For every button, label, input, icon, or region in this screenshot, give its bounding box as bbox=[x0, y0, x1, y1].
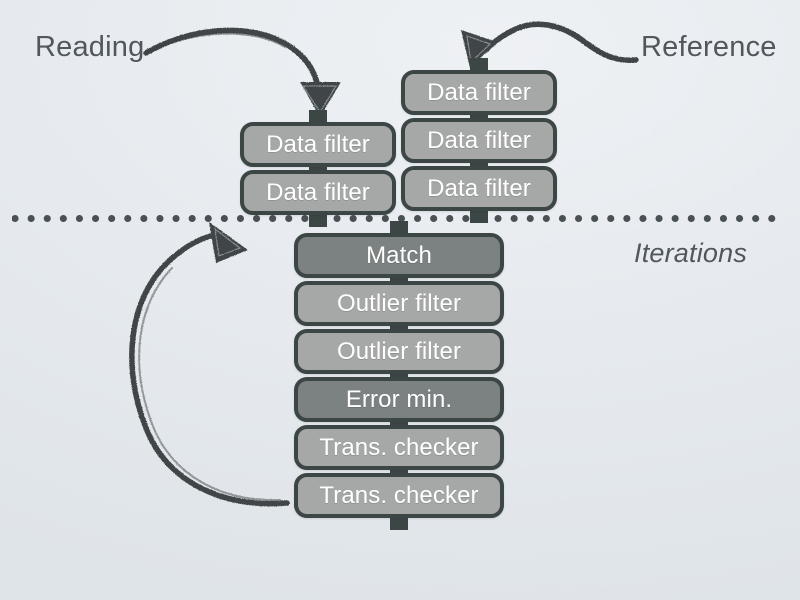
pipeline-node-label: Data filter bbox=[266, 178, 370, 206]
pipeline-node[interactable]: Data filter bbox=[401, 166, 557, 211]
pipeline-node[interactable]: Outlier filter bbox=[294, 329, 504, 374]
label-reference: Reference bbox=[641, 31, 777, 63]
pipeline-node[interactable]: Match bbox=[294, 233, 504, 278]
iteration-loop-arrow bbox=[129, 222, 290, 507]
pipeline-node-label: Error min. bbox=[345, 385, 453, 413]
reading-arrow bbox=[143, 27, 341, 117]
pipeline-node-label: Outlier filter bbox=[336, 289, 462, 317]
pipeline-node[interactable]: Trans. checker bbox=[294, 473, 504, 518]
pipeline-node[interactable]: Outlier filter bbox=[294, 281, 504, 326]
iterations-separator-line bbox=[12, 215, 788, 222]
label-iterations: Iterations bbox=[634, 238, 748, 268]
pipeline-node-label: Trans. checker bbox=[319, 433, 479, 461]
pipeline-node-label: Trans. checker bbox=[319, 481, 479, 509]
label-reading: Reading bbox=[35, 31, 145, 63]
pipeline-node-label: Data filter bbox=[427, 126, 531, 154]
pipeline-node-label: Data filter bbox=[427, 174, 531, 202]
pipeline-node[interactable]: Trans. checker bbox=[294, 425, 504, 470]
pipeline-node[interactable]: Data filter bbox=[240, 170, 396, 215]
pipeline-node-label: Match bbox=[366, 241, 432, 269]
pipeline-node[interactable]: Data filter bbox=[401, 118, 557, 163]
pipeline-node-label: Outlier filter bbox=[336, 337, 462, 365]
pipeline-node[interactable]: Data filter bbox=[240, 122, 396, 167]
pipeline-node[interactable]: Error min. bbox=[294, 377, 504, 422]
pipeline-node-label: Data filter bbox=[427, 78, 531, 106]
pipeline-node-label: Data filter bbox=[266, 130, 370, 158]
pipeline-node[interactable]: Data filter bbox=[401, 70, 557, 115]
